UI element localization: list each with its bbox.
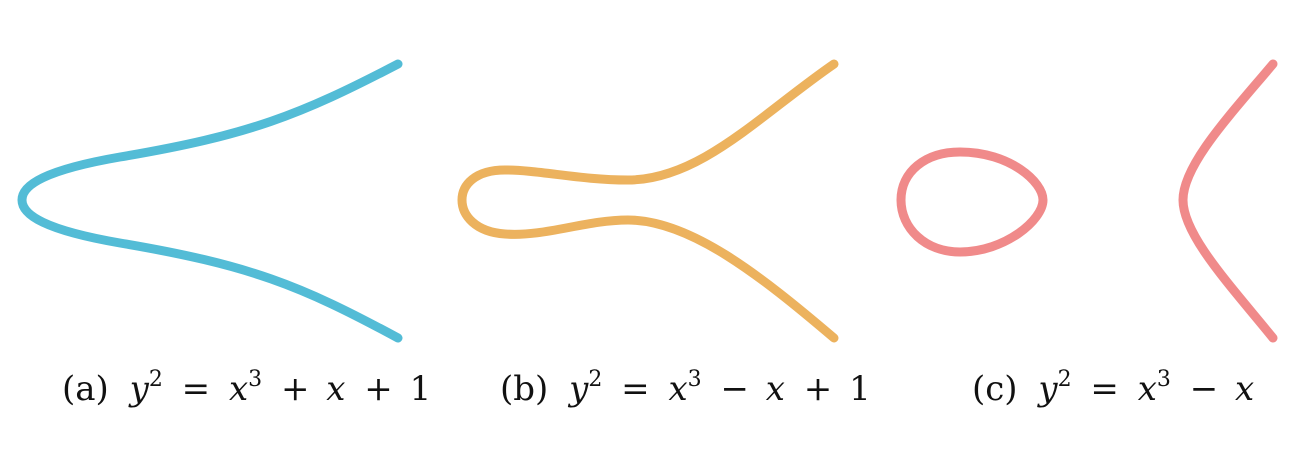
curve-b bbox=[457, 59, 839, 343]
curve-c-oval bbox=[896, 147, 1048, 257]
panel-b: (b) y2 = x3 − x + 1 bbox=[457, 59, 871, 409]
caption-b: (b) y2 = x3 − x + 1 bbox=[500, 355, 871, 409]
panel-c: (c) y2 = x3 − x bbox=[896, 59, 1278, 409]
caption-a: (a) y2 = x3 + x + 1 bbox=[62, 355, 431, 409]
caption-c: (c) y2 = x3 − x bbox=[972, 355, 1254, 409]
panel-a: (a) y2 = x3 + x + 1 bbox=[17, 59, 431, 409]
curve-a bbox=[17, 59, 403, 343]
curve-c-branch bbox=[1178, 59, 1278, 343]
